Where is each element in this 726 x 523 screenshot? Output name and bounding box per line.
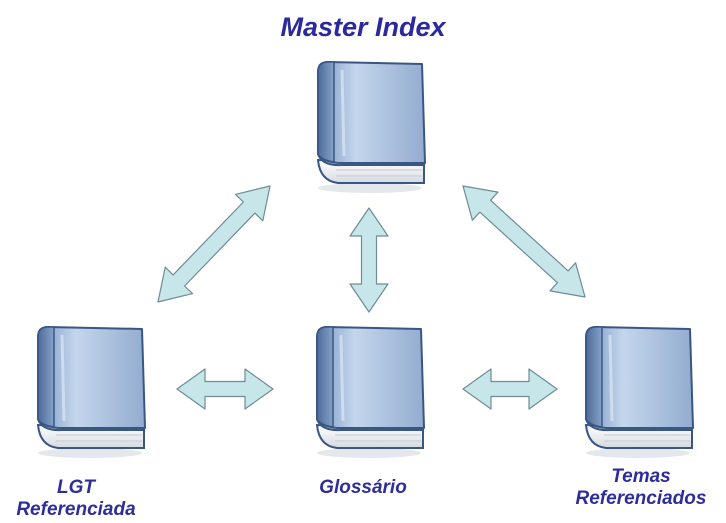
book-icon [316, 61, 426, 193]
node-label-line: Referenciados [575, 487, 707, 509]
book-icon [584, 326, 694, 458]
double-arrow-lgt-glossario [176, 368, 274, 410]
book-nodes [36, 61, 694, 458]
node-label-glossario: Glossário [288, 477, 438, 499]
node-label-line: LGT [57, 477, 95, 498]
node-label-line: Temas [611, 466, 671, 487]
node-label-lgt-referenciada: LGT Referenciada [0, 477, 152, 521]
connector-arrows [157, 185, 586, 410]
node-label-line: Glossário [319, 477, 407, 498]
book-icon [36, 326, 146, 458]
double-arrow-master-lgt [157, 185, 271, 303]
double-arrow-glossario-temas [462, 368, 558, 410]
double-arrow-master-glossario [349, 207, 389, 313]
node-label-line: Referenciada [16, 498, 136, 520]
book-icon [315, 326, 425, 458]
diagram-title: Master Index [280, 12, 446, 42]
double-arrow-master-temas [462, 185, 586, 298]
node-label-temas-referenciados: Temas Referenciados [556, 466, 726, 510]
